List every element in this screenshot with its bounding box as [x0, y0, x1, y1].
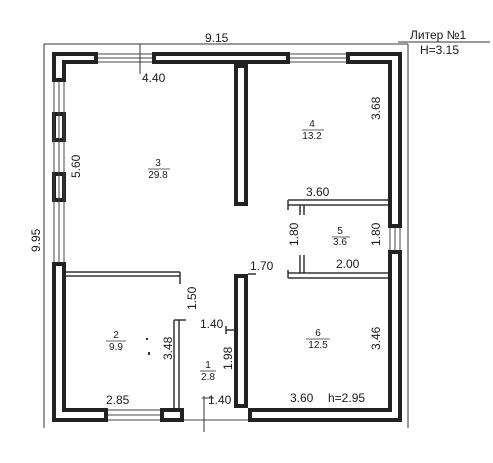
- room-area: 2.8: [201, 372, 215, 383]
- dim-left-height: 9.95: [29, 228, 43, 252]
- dim-2-85: 2.85: [106, 393, 130, 407]
- dim-1-80-a: 1.80: [287, 222, 301, 246]
- room-number: 5: [337, 226, 343, 237]
- dim-2-00: 2.00: [336, 257, 360, 271]
- dim-1-80-b: 1.80: [369, 222, 383, 246]
- dim-1-40-b: 1.40: [208, 393, 232, 407]
- room-area: 12.5: [308, 340, 328, 351]
- room-label-4: 4 13.2: [302, 119, 324, 142]
- dim-3-60-a: 3.60: [306, 185, 330, 199]
- room-area: 29.8: [148, 170, 168, 181]
- room-label-1: 1 2.8: [200, 360, 216, 383]
- room-area: 13.2: [302, 131, 322, 142]
- dim-3-46: 3.46: [369, 326, 383, 350]
- dim-1-40-a: 1.40: [200, 317, 224, 331]
- sheet-title: Литер №1: [410, 28, 466, 42]
- dim-4-40: 4.40: [142, 71, 166, 85]
- dim-3-60-b: 3.60: [290, 391, 314, 405]
- ceiling-height: h=2.95: [328, 391, 365, 405]
- room-area: 3.6: [333, 237, 347, 248]
- room-label-6: 6 12.5: [306, 328, 330, 351]
- room-number: 3: [155, 158, 161, 169]
- dim-1-98: 1.98: [221, 346, 235, 370]
- interior-walls-inner: [238, 68, 244, 404]
- dim-top-width: 9.15: [205, 31, 229, 45]
- stray-marks: [146, 338, 150, 355]
- dim-1-70: 1.70: [250, 259, 274, 273]
- room-label-2: 2 9.9: [106, 330, 126, 353]
- room-label-5: 5 3.6: [332, 226, 350, 248]
- dim-5-60: 5.60: [69, 154, 83, 178]
- dim-3-48: 3.48: [161, 336, 175, 360]
- dimension-ticks: [139, 44, 214, 432]
- room-number: 4: [309, 119, 315, 130]
- windows: [53, 53, 401, 421]
- dim-3-68: 3.68: [369, 96, 383, 120]
- dim-1-50: 1.50: [185, 286, 199, 310]
- partitions: [66, 199, 388, 408]
- room-area: 9.9: [109, 342, 123, 353]
- sheet-height: Н=3.15: [420, 43, 459, 57]
- room-label-3: 3 29.8: [148, 158, 170, 181]
- room-number: 2: [113, 330, 119, 341]
- room-number: 1: [205, 360, 211, 371]
- outer-walls-inner: [56, 56, 398, 418]
- room-number: 6: [315, 328, 321, 339]
